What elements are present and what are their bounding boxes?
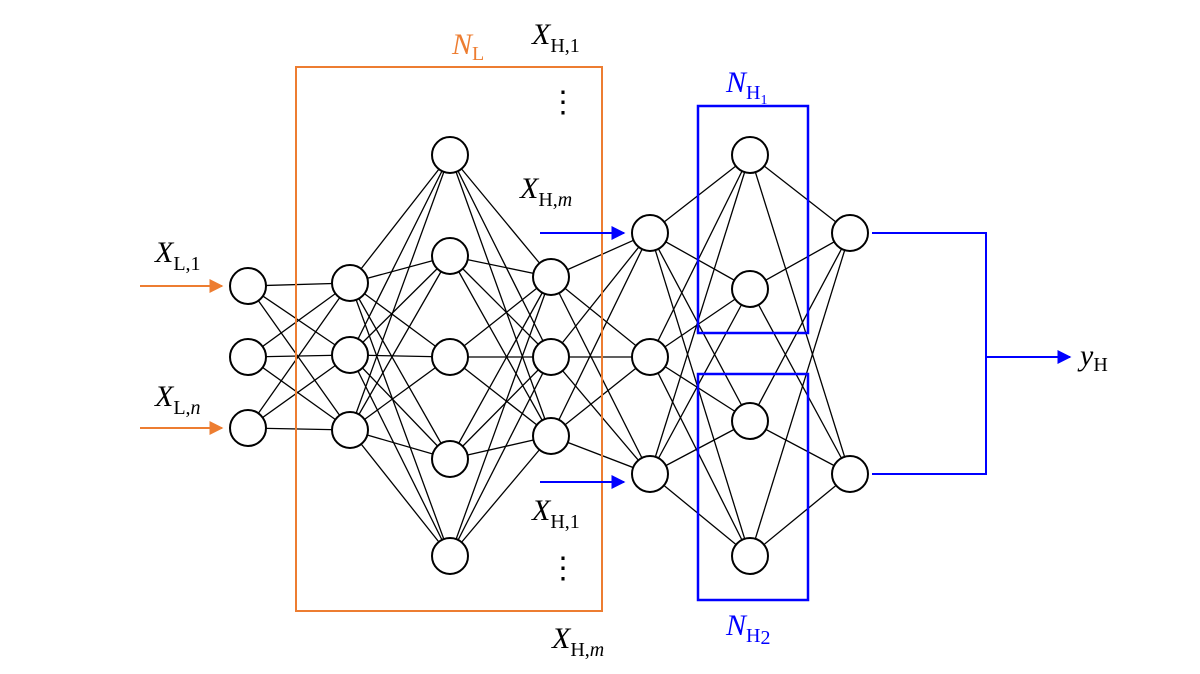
edge-high-input-to-subnets [649, 154, 751, 234]
edge-high-input-to-subnets [649, 232, 751, 290]
node-l3-2 [532, 338, 570, 376]
ellipsis-top: ⋮ [548, 86, 578, 119]
edge-high-input-to-subnets [649, 232, 751, 422]
edge-hidden1-to-hidden2 [349, 282, 451, 358]
edge-hidden2-to-hidden3 [449, 255, 552, 358]
node-l2-2 [431, 237, 469, 275]
nh2-label: NH2 [725, 609, 770, 649]
xhm-bottom-label: XH,m [551, 622, 604, 661]
edge-hidden1-to-hidden2 [349, 154, 451, 356]
edge-hidden1-to-hidden2 [349, 282, 451, 557]
edge-hidden2-to-hidden3 [449, 276, 552, 557]
node-out-2 [831, 455, 869, 493]
edge-hidden2-to-hidden3 [449, 276, 552, 358]
edge-low-to-high [550, 232, 651, 437]
node-in-1 [229, 267, 267, 305]
nh1-label: NH1 [725, 66, 767, 108]
edge-hidden1-to-hidden2 [349, 354, 451, 460]
edge-high-input-to-subnets [649, 232, 751, 557]
xh1-bottom-label: XH,1 [531, 494, 580, 533]
edge-hidden1-to-hidden2 [349, 354, 451, 557]
node-h0-1 [631, 214, 669, 252]
node-l2-5 [431, 537, 469, 575]
node-l2-1 [431, 136, 469, 174]
node-l3-3 [532, 417, 570, 455]
edge-subnet1-to-output [749, 154, 851, 234]
edge-high-input-to-subnets [649, 154, 751, 475]
node-s2-1 [731, 402, 769, 440]
node-h0-3 [631, 455, 669, 493]
network-nodes [229, 136, 869, 575]
node-l3-1 [532, 258, 570, 296]
edge-subnet1-to-output [749, 154, 851, 475]
edge-subnet1-to-output [749, 232, 851, 290]
edge-low-to-high [550, 356, 651, 475]
edge-high-input-to-subnets [649, 473, 751, 557]
high-fidelity-subnetwork-1-box [696, 104, 810, 335]
xln-label: XL,n [154, 380, 201, 419]
edge-high-input-to-subnets [649, 288, 751, 475]
edge-input-to-hidden1 [247, 354, 351, 429]
edge-high-input-to-subnets [649, 356, 751, 557]
edge-subnet2-to-output [749, 473, 851, 557]
edge-subnet1-to-output [749, 288, 851, 475]
edge-input-to-hidden1 [247, 356, 351, 431]
edge-input-to-hidden1 [247, 282, 351, 358]
node-s2-2 [731, 537, 769, 575]
edge-hidden1-to-hidden2 [349, 255, 451, 356]
edge-low-to-high [550, 276, 651, 475]
edge-low-to-high [550, 276, 651, 358]
ellipsis-bottom: ⋮ [548, 552, 578, 585]
edge-high-input-to-subnets [649, 154, 751, 358]
xl1-label: XL,1 [154, 236, 201, 275]
node-l1-2 [331, 336, 369, 374]
edge-hidden1-to-hidden2 [349, 154, 451, 284]
high-fidelity-subnetwork-2-box [696, 372, 810, 602]
yh-label: yH [1077, 339, 1108, 376]
edge-high-input-to-subnets [649, 356, 751, 422]
nl-label: NL [451, 28, 484, 65]
edge-input-to-hidden1 [247, 282, 351, 429]
node-s1-1 [731, 136, 769, 174]
edge-subnet2-to-output [749, 232, 851, 422]
edge-hidden2-to-hidden3 [449, 154, 552, 278]
node-h0-2 [631, 338, 669, 376]
edge-hidden2-to-hidden3 [449, 276, 552, 460]
edge-hidden2-to-hidden3 [449, 255, 552, 437]
node-in-3 [229, 409, 267, 447]
node-s1-2 [731, 270, 769, 308]
node-l1-1 [331, 264, 369, 302]
edge-hidden2-to-hidden3 [449, 435, 552, 557]
edge-hidden2-to-hidden3 [449, 356, 552, 437]
edge-subnet2-to-output [749, 232, 851, 557]
edge-hidden2-to-hidden3 [449, 356, 552, 460]
node-l2-4 [431, 440, 469, 478]
xhm-top-label: XH,m [519, 172, 572, 211]
node-in-2 [229, 338, 267, 376]
edge-high-input-to-subnets [649, 288, 751, 358]
edge-hidden1-to-hidden2 [349, 356, 451, 431]
node-l1-3 [331, 411, 369, 449]
edge-hidden2-to-hidden3 [449, 356, 552, 557]
output-connector [872, 232, 987, 475]
low-fidelity-network-box [295, 66, 603, 612]
edge-hidden1-to-hidden2 [349, 154, 451, 431]
edge-hidden1-to-hidden2 [349, 429, 451, 557]
edge-low-to-high [550, 356, 651, 437]
node-out-1 [831, 214, 869, 252]
edge-hidden1-to-hidden2 [349, 282, 451, 460]
edge-low-to-high [550, 232, 651, 358]
edge-input-to-hidden1 [247, 285, 351, 431]
node-l2-3 [431, 338, 469, 376]
edge-hidden1-to-hidden2 [349, 255, 451, 431]
xh1-top-label: XH,1 [531, 18, 580, 57]
